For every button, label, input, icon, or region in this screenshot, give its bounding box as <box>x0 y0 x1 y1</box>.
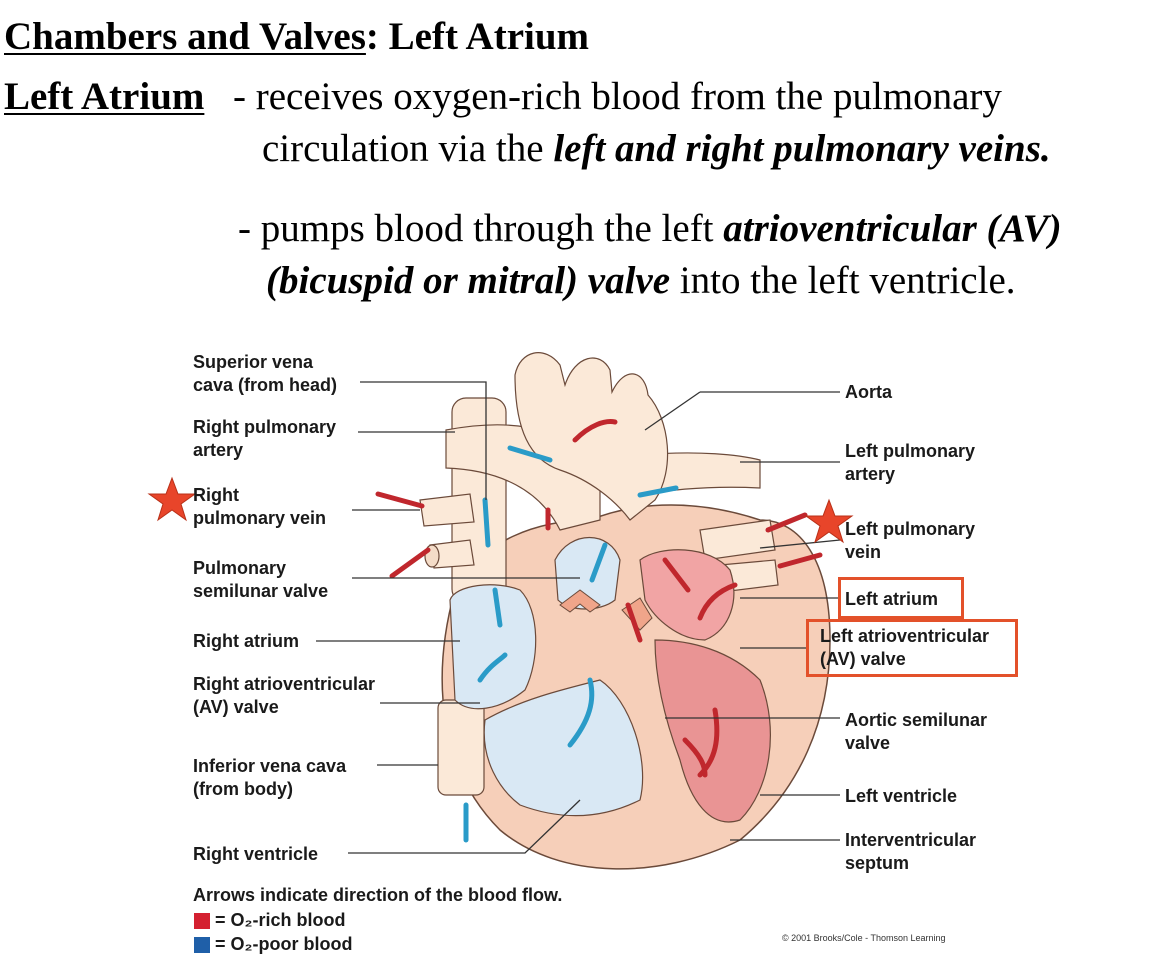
right-atrium-chamber <box>449 584 537 710</box>
right-pulmonary-vein-upper <box>419 493 475 527</box>
label-right-ventricle: Right ventricle <box>193 844 319 864</box>
inferior-vena-cava <box>437 699 485 796</box>
legend-swatch-rich <box>194 913 210 929</box>
legend-swatch-poor <box>194 937 210 953</box>
definition-line-4: (bicuspid or mitral) valve into the left… <box>266 259 1016 302</box>
highlight-box-left-av-valve <box>806 619 1018 677</box>
legend-caption: Arrows indicate direction of the blood f… <box>193 885 563 905</box>
label-aorta: Aorta <box>845 382 893 402</box>
slide-title: Chambers and Valves: Left Atrium <box>4 14 589 59</box>
definition-line-1: - receives oxygen-rich blood from the pu… <box>233 75 1002 118</box>
title-underlined: Chambers and Valves <box>4 15 366 58</box>
highlight-box-left-atrium <box>838 577 964 619</box>
label-right-atrium: Right atrium <box>193 631 299 651</box>
label-right-av-valve: Right atrioventricular(AV) valve <box>193 674 376 717</box>
star-right-pulmonary-vein <box>147 476 197 522</box>
star-left-pulmonary-vein <box>804 498 854 544</box>
definition-line-3: - pumps blood through the left atriovent… <box>238 207 1062 250</box>
left-pulmonary-vein-upper <box>699 519 776 561</box>
left-ventricle-chamber <box>654 639 771 823</box>
term-left-atrium: Left Atrium <box>4 75 205 118</box>
legend-rich-blood: = O₂-rich blood <box>215 910 346 930</box>
legend-poor-blood: = O₂-poor blood <box>215 934 353 954</box>
label-left-av-valve: Left atrioventricular(AV) valve <box>820 626 990 669</box>
o2-poor-arrows <box>463 445 679 843</box>
pulmonary-valve <box>559 589 601 613</box>
copyright-notice: © 2001 Brooks/Cole - Thomson Learning <box>782 933 946 943</box>
left-atrium-chamber <box>639 549 735 641</box>
definition-line-2: circulation via the left and right pulmo… <box>262 127 1051 170</box>
title-rest: : Left Atrium <box>365 15 590 58</box>
aortic-arch <box>514 352 669 521</box>
label-left-atrium: Left atrium <box>845 589 939 609</box>
right-ventricle-chamber <box>483 679 644 817</box>
label-inferior-vena-cava: Inferior vena cava(from body) <box>193 756 347 799</box>
label-left-ventricle: Left ventricle <box>845 786 958 806</box>
leader-lines <box>316 381 841 854</box>
